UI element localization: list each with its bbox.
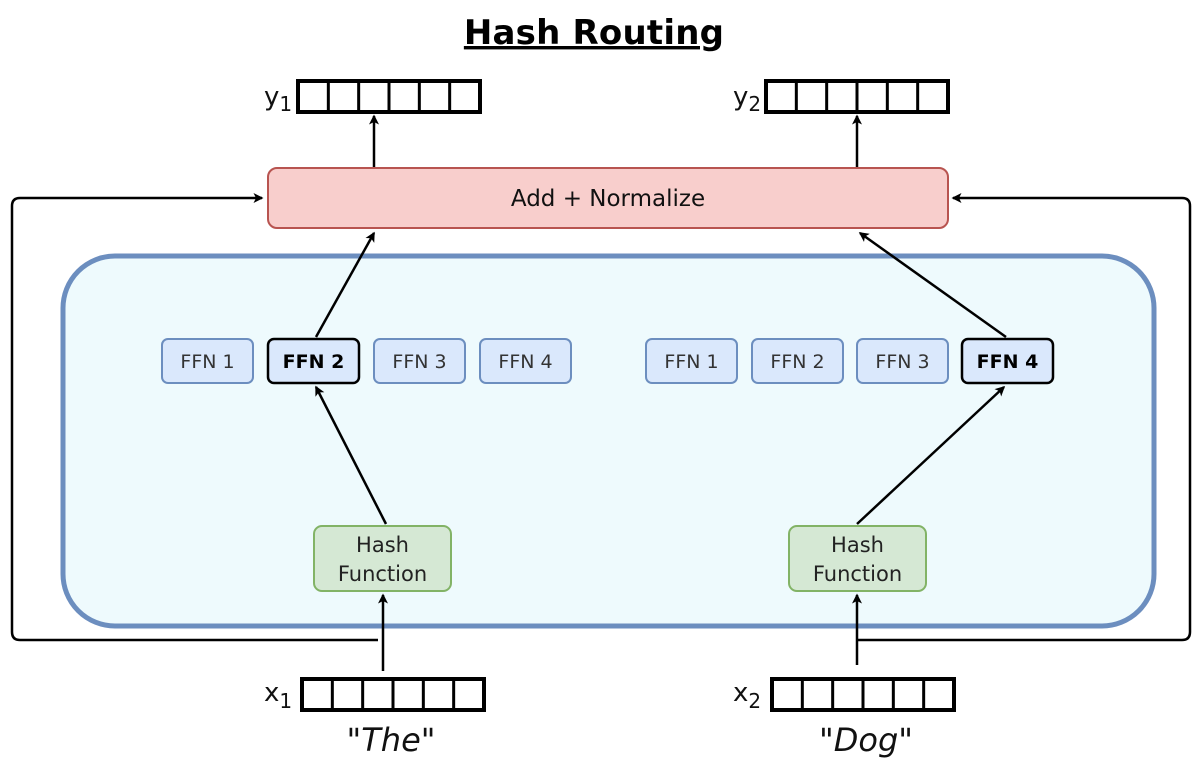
right-hash-label-line1: Hash	[831, 533, 884, 557]
add-normalize-label: Add + Normalize	[511, 186, 705, 212]
right-output-var: y2	[733, 82, 761, 116]
right-ffn-4-label: FFN 4	[977, 351, 1039, 373]
right-ffn-to-normalize-arrow	[858, 231, 1007, 339]
left-ffn-2-label: FFN 2	[283, 351, 345, 373]
right-hash-label-line2: Function	[813, 562, 902, 586]
left-hash-label-line2: Function	[338, 562, 427, 586]
left-input-var: x1	[264, 678, 292, 713]
right-ffn-3: FFN 3	[856, 338, 949, 384]
left-ffn-2: FFN 2	[266, 337, 361, 385]
right-residual-connection	[857, 193, 1192, 642]
left-residual-connection	[10, 193, 378, 642]
right-input-token: "Dog"	[819, 721, 913, 759]
left-ffn-4-label: FFN 4	[498, 351, 552, 373]
left-ffn-to-normalize-arrow	[314, 231, 376, 338]
left-output-vector: y1	[264, 79, 482, 116]
right-ffn-1-label: FFN 1	[664, 351, 718, 373]
right-hash-function: Hash Function	[788, 525, 927, 592]
left-hash-label-line1: Hash	[356, 533, 409, 557]
left-input-vector: x1 "The"	[264, 677, 486, 759]
add-normalize-block: Add + Normalize	[267, 167, 949, 229]
expert-region	[60, 253, 1157, 629]
right-output-vector: y2	[733, 79, 950, 116]
right-output-cells	[764, 79, 950, 114]
left-ffn-4: FFN 4	[479, 338, 572, 384]
right-input-cells	[770, 677, 956, 712]
left-ffn-1-label: FFN 1	[180, 351, 234, 373]
right-ffn-4: FFN 4	[960, 337, 1055, 385]
diagram-title: Hash Routing	[464, 13, 724, 53]
left-ffn-1: FFN 1	[161, 338, 254, 384]
left-hash-function: Hash Function	[313, 525, 452, 592]
right-input-vector: x2 "Dog"	[733, 677, 956, 759]
left-ffn-3-label: FFN 3	[392, 351, 446, 373]
left-output-cells	[296, 79, 482, 114]
right-ffn-3-label: FFN 3	[875, 351, 929, 373]
right-ffn-1: FFN 1	[645, 338, 738, 384]
right-input-var: x2	[733, 678, 761, 713]
right-ffn-2: FFN 2	[751, 338, 844, 384]
left-ffn-3: FFN 3	[373, 338, 466, 384]
right-ffn-2-label: FFN 2	[770, 351, 824, 373]
left-input-token: "The"	[347, 721, 436, 759]
left-output-var: y1	[264, 82, 292, 116]
right-hash-to-ffn-arrow	[856, 385, 1006, 525]
left-input-cells	[300, 677, 486, 712]
left-hash-to-ffn-arrow	[314, 385, 388, 525]
